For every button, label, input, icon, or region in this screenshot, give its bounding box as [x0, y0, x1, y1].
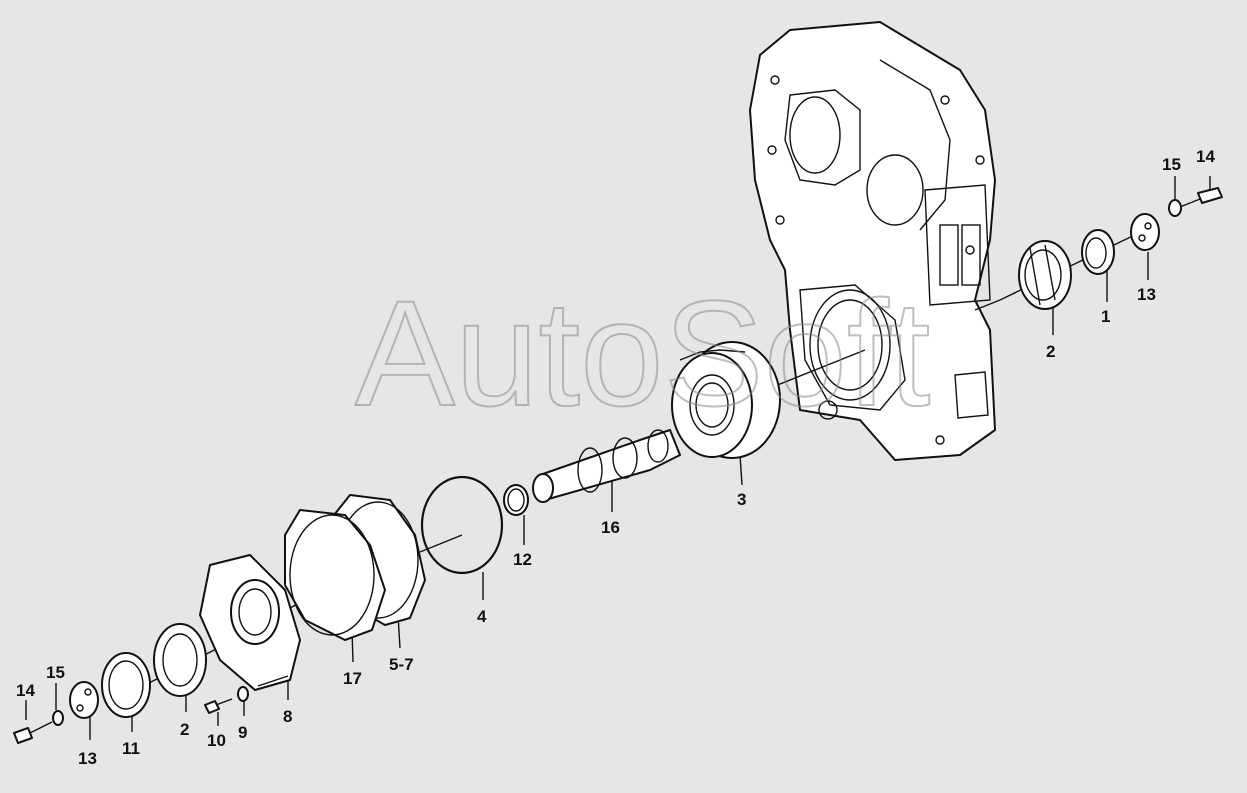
gasket-17 [284, 509, 386, 641]
callout-2-left: 2 [180, 720, 189, 739]
callout-13-right: 13 [1137, 285, 1156, 304]
bolt-10 [204, 698, 233, 714]
callout-9: 9 [238, 723, 247, 742]
callout-16: 16 [601, 518, 620, 537]
callout-1: 1 [1101, 307, 1110, 326]
seal-ring-4 [420, 475, 504, 575]
callout-17: 17 [343, 669, 362, 688]
o-ring-12 [503, 484, 529, 516]
washer-15-right [1168, 199, 1182, 217]
callout-12: 12 [513, 550, 532, 569]
callout-15-left: 15 [46, 663, 65, 682]
callout-labels: 14 15 13 1 2 3 16 12 4 5-7 17 8 9 10 2 1… [16, 147, 1215, 768]
callout-3: 3 [737, 490, 746, 509]
watermark-text: AutoSoft [355, 269, 930, 437]
callout-4: 4 [477, 607, 487, 626]
callout-5-7: 5-7 [389, 655, 414, 674]
bolt-14-left [13, 721, 53, 744]
shim-11 [101, 652, 151, 718]
plate-13-right [1130, 213, 1160, 251]
shim-1 [1081, 229, 1115, 275]
callout-10: 10 [207, 731, 226, 750]
callout-11: 11 [122, 739, 140, 758]
bearing-2-left [153, 623, 207, 697]
washer-15-left [52, 710, 64, 726]
callout-8: 8 [283, 707, 292, 726]
callout-14-right: 14 [1196, 147, 1215, 166]
shaft-16 [532, 429, 681, 503]
bearing-cover-8 [199, 554, 301, 691]
callout-14-left: 14 [16, 681, 35, 700]
callout-13-left: 13 [78, 749, 97, 768]
callout-15-right: 15 [1162, 155, 1181, 174]
bearing-2-right [1018, 240, 1072, 310]
gear-3 [671, 341, 781, 459]
washer-9 [237, 686, 249, 702]
transmission-housing [749, 21, 996, 461]
plate-13-left [69, 681, 99, 719]
callout-2-right: 2 [1046, 342, 1055, 361]
bolt-14-right [1179, 187, 1223, 208]
